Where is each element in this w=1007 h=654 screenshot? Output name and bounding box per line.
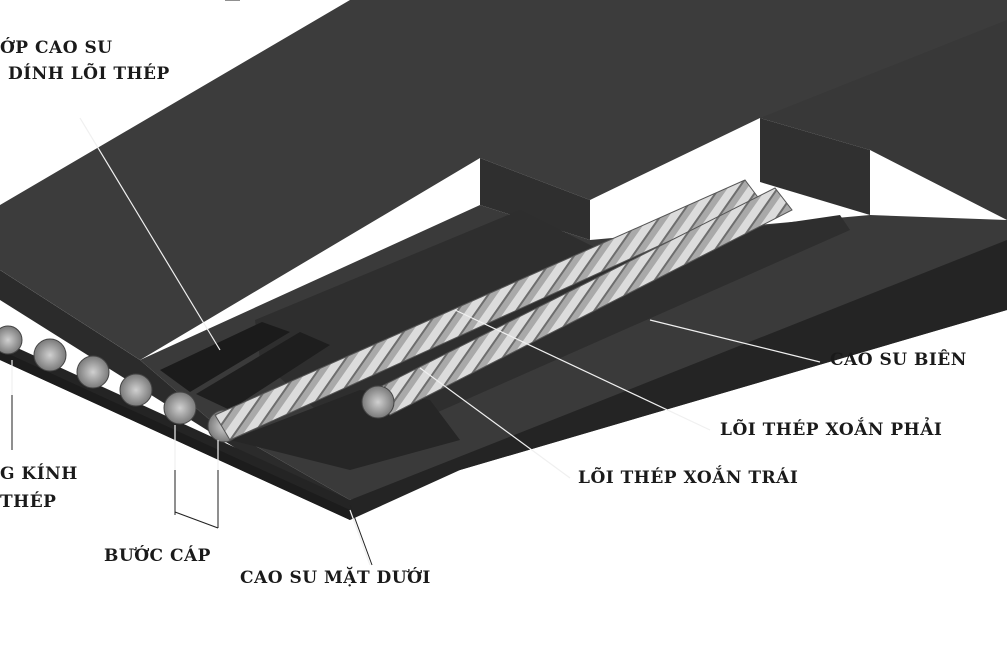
- label-right-lay-cord: LÕI THÉP XOẮN PHẢI: [720, 420, 943, 440]
- label-diameter-line1: G KÍNH: [0, 464, 78, 484]
- steel-cords: [214, 179, 793, 441]
- leader-lines-dark: [11, 0, 373, 566]
- label-bottom-rubber: CAO SU MẶT DƯỚI: [240, 568, 431, 588]
- belt-right-step-top: [760, 20, 1007, 220]
- lower-channel: [230, 390, 460, 470]
- label-edge-rubber: CAO SU BIÊN: [830, 350, 967, 370]
- belt-front-section: [0, 270, 1007, 654]
- label-top-layer-line2: DÍNH LÕI THÉP: [8, 64, 170, 84]
- label-left-lay-cord: LÕI THÉP XOẮN TRÁI: [578, 468, 799, 488]
- top-cover-step-face: [480, 158, 590, 240]
- rubber-wrapped-cords: [160, 322, 330, 410]
- label-diameter-line2: THÉP: [0, 492, 57, 512]
- label-top-layer-line1: ỚP CAO SU: [0, 38, 113, 58]
- label-cord-pitch: BƯỚC CÁP: [104, 546, 211, 566]
- belt-top-surface: [0, 0, 1007, 360]
- top-cover-right-face: [760, 118, 870, 215]
